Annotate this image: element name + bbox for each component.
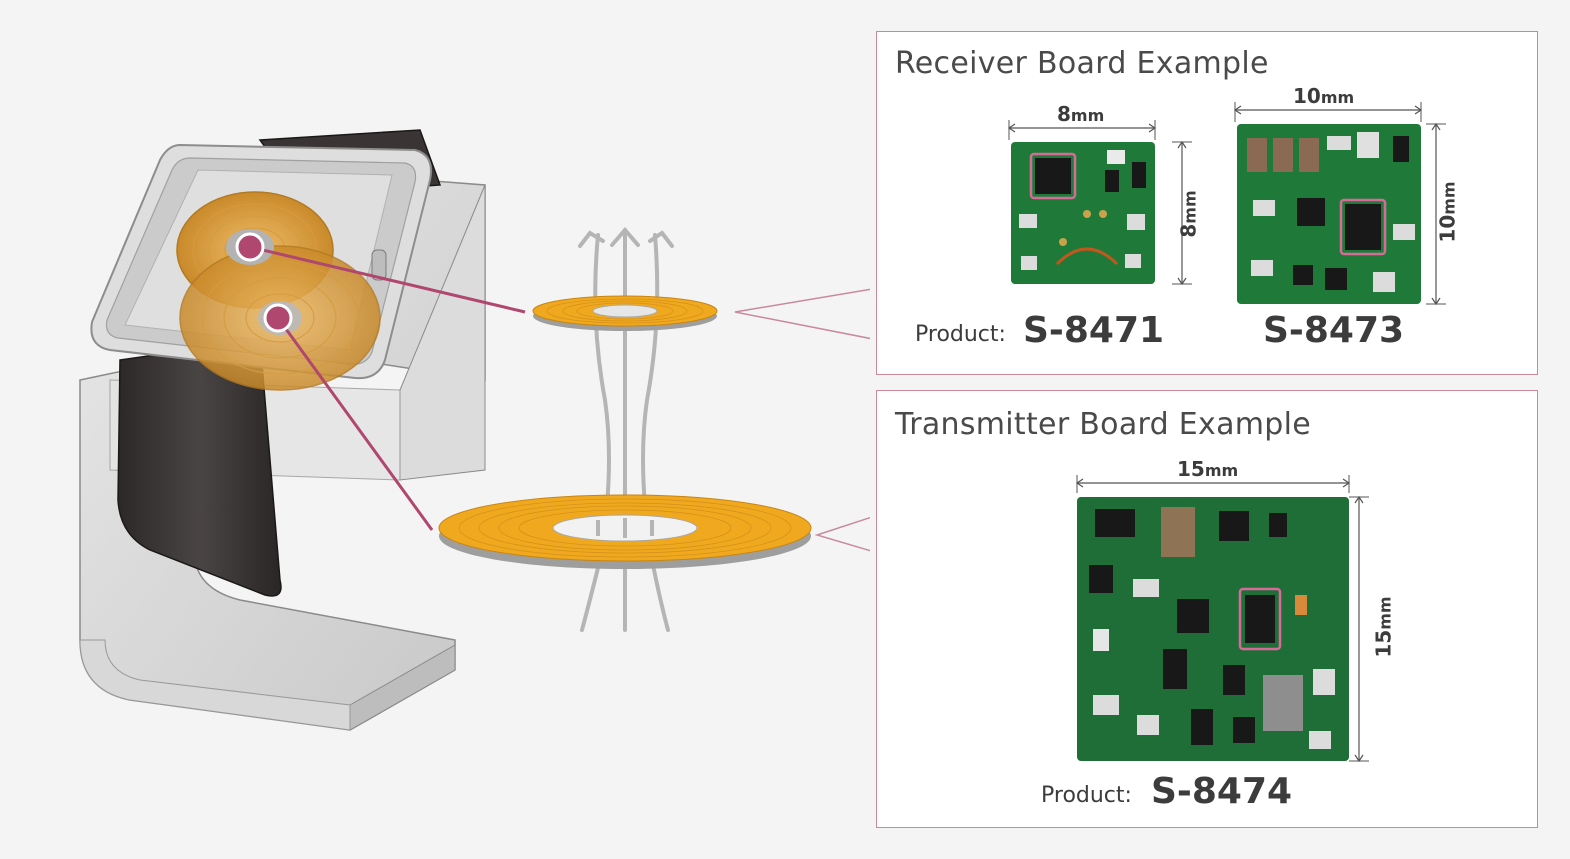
- s8474-width-label: 15mm: [1177, 457, 1238, 481]
- receiver-marker-dot: [235, 232, 265, 262]
- receiver-board-panel: Receiver Board Example 8mm 8mm: [876, 31, 1538, 375]
- s8473-width-value: 10: [1293, 84, 1321, 108]
- transmitter-marker-dot: [263, 303, 293, 333]
- receiver-product-label: Product:: [915, 322, 1006, 347]
- s8473-board-image: [1233, 102, 1446, 306]
- s8474-board-image: [1075, 475, 1369, 763]
- s8473-height-unit: mm: [1439, 181, 1459, 215]
- s8473-width-label: 10mm: [1293, 84, 1354, 108]
- s8471-width-unit: mm: [1070, 106, 1105, 125]
- s8471-width-label: 8mm: [1057, 102, 1104, 126]
- s8474-width-unit: mm: [1204, 461, 1239, 480]
- s8471-width-value: 8: [1057, 102, 1071, 126]
- transmitter-product-label: Product:: [1041, 783, 1132, 808]
- s8473-product-code: S-8473: [1263, 310, 1405, 351]
- s8471-height-label: 8mm: [1177, 190, 1201, 237]
- receiver-coil: [532, 295, 718, 331]
- s8474-height-label: 15mm: [1372, 596, 1396, 657]
- s8473-width-unit: mm: [1320, 88, 1355, 107]
- s8471-height-value: 8: [1176, 223, 1201, 238]
- transmitter-panel-title: Transmitter Board Example: [895, 407, 1312, 442]
- s8474-product-code: S-8474: [1151, 771, 1293, 812]
- leader-lines: [235, 232, 526, 531]
- s8473-height-value: 10: [1435, 214, 1460, 243]
- s8471-height-unit: mm: [1180, 190, 1200, 224]
- s8474-height-value: 15: [1371, 629, 1396, 658]
- smartwatch: [90, 143, 432, 391]
- s8473-height-label: 10mm: [1436, 181, 1460, 242]
- s8471-product-code: S-8471: [1023, 310, 1165, 351]
- s8474-width-value: 15: [1177, 457, 1205, 481]
- wireless-charging-illustration: [79, 129, 870, 731]
- s8474-height-unit: mm: [1375, 596, 1395, 630]
- transmitter-coil: [438, 494, 812, 569]
- s8471-board-image: [1007, 120, 1192, 286]
- callout-pointers: [734, 288, 870, 552]
- magnetic-field-lines: [578, 226, 674, 632]
- receiver-panel-title: Receiver Board Example: [895, 46, 1269, 81]
- transmitter-board-panel: Transmitter Board Example 15mm: [876, 390, 1538, 828]
